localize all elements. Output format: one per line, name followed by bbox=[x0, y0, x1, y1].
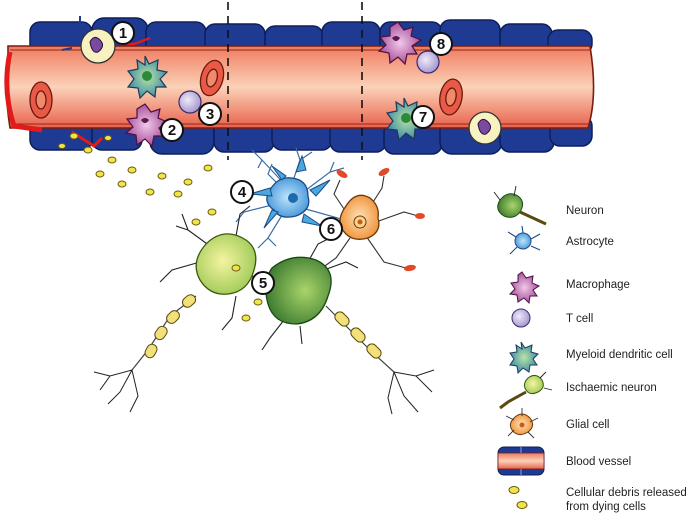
cellular-debris bbox=[58, 132, 263, 322]
neuron bbox=[261, 237, 435, 415]
region-separators bbox=[227, 2, 363, 160]
legend-label-glial-cell: Glial cell bbox=[566, 419, 609, 431]
astrocyte bbox=[235, 147, 351, 249]
myeloid-dendritic-cell bbox=[126, 55, 169, 100]
badge-number-7: 7 bbox=[419, 109, 427, 126]
neuron-icon bbox=[493, 185, 547, 226]
neuron-axon bbox=[325, 305, 435, 415]
badge-number-6: 6 bbox=[327, 221, 335, 238]
badge-number-1: 1 bbox=[119, 25, 127, 42]
ischaemic-neuron-icon bbox=[499, 371, 553, 410]
number-badges: 1 2 3 4 5 6 7 8 bbox=[111, 21, 453, 295]
badge-number-3: 3 bbox=[206, 106, 214, 123]
badge-number-2: 2 bbox=[168, 122, 176, 139]
badge-number-8: 8 bbox=[437, 36, 445, 53]
astrocyte-icon bbox=[507, 225, 541, 255]
red-blood-cells bbox=[29, 59, 463, 119]
legend-label-myeloid-dendritic-cell: Myeloid dendritic cell bbox=[566, 349, 673, 361]
badge-number-4: 4 bbox=[238, 184, 247, 201]
legend-label-macrophage: Macrophage bbox=[566, 279, 630, 291]
neutrophil-1 bbox=[61, 16, 116, 64]
debris-icon bbox=[508, 486, 528, 509]
legend-label-t-cell: T cell bbox=[566, 313, 593, 325]
legend-label-debris-line1: Cellular debris released bbox=[566, 487, 687, 499]
neutrophil-2 bbox=[468, 111, 502, 145]
legend-label-astrocyte: Astrocyte bbox=[566, 236, 614, 248]
macrophage-2 bbox=[124, 103, 169, 148]
legend-label-neuron: Neuron bbox=[566, 205, 604, 217]
t-cell-8 bbox=[416, 50, 440, 74]
badge-number-5: 5 bbox=[259, 275, 267, 292]
macrophage-icon bbox=[508, 271, 541, 305]
t-cell-3 bbox=[178, 90, 202, 114]
glial-cell-icon bbox=[505, 408, 539, 439]
badge-circle-4 bbox=[230, 180, 254, 204]
legend-label-ischaemic-neuron: Ischaemic neuron bbox=[566, 382, 657, 394]
ischaemic-neuron-axon bbox=[93, 294, 197, 413]
blood-vessel-icon bbox=[497, 446, 545, 476]
badge-circle-6 bbox=[319, 217, 343, 241]
badge-circle-8 bbox=[429, 32, 453, 56]
badge-circle-2 bbox=[160, 118, 184, 142]
ischaemic-neuron bbox=[93, 205, 275, 413]
badge-circle-1 bbox=[111, 21, 135, 45]
t-cell-icon bbox=[511, 308, 531, 328]
legend-label-blood-vessel: Blood vessel bbox=[566, 456, 631, 468]
myeloid-dendritic-cell-icon bbox=[509, 341, 539, 375]
legend-label-debris-line2: from dying cells bbox=[566, 501, 646, 513]
badge-circle-7 bbox=[411, 105, 435, 129]
macrophage-8 bbox=[377, 21, 423, 66]
legend: Neuron Astrocyte Macrophage T cell Myelo… bbox=[493, 185, 687, 513]
badge-circle-3 bbox=[198, 102, 222, 126]
badge-circle-5 bbox=[251, 271, 275, 295]
